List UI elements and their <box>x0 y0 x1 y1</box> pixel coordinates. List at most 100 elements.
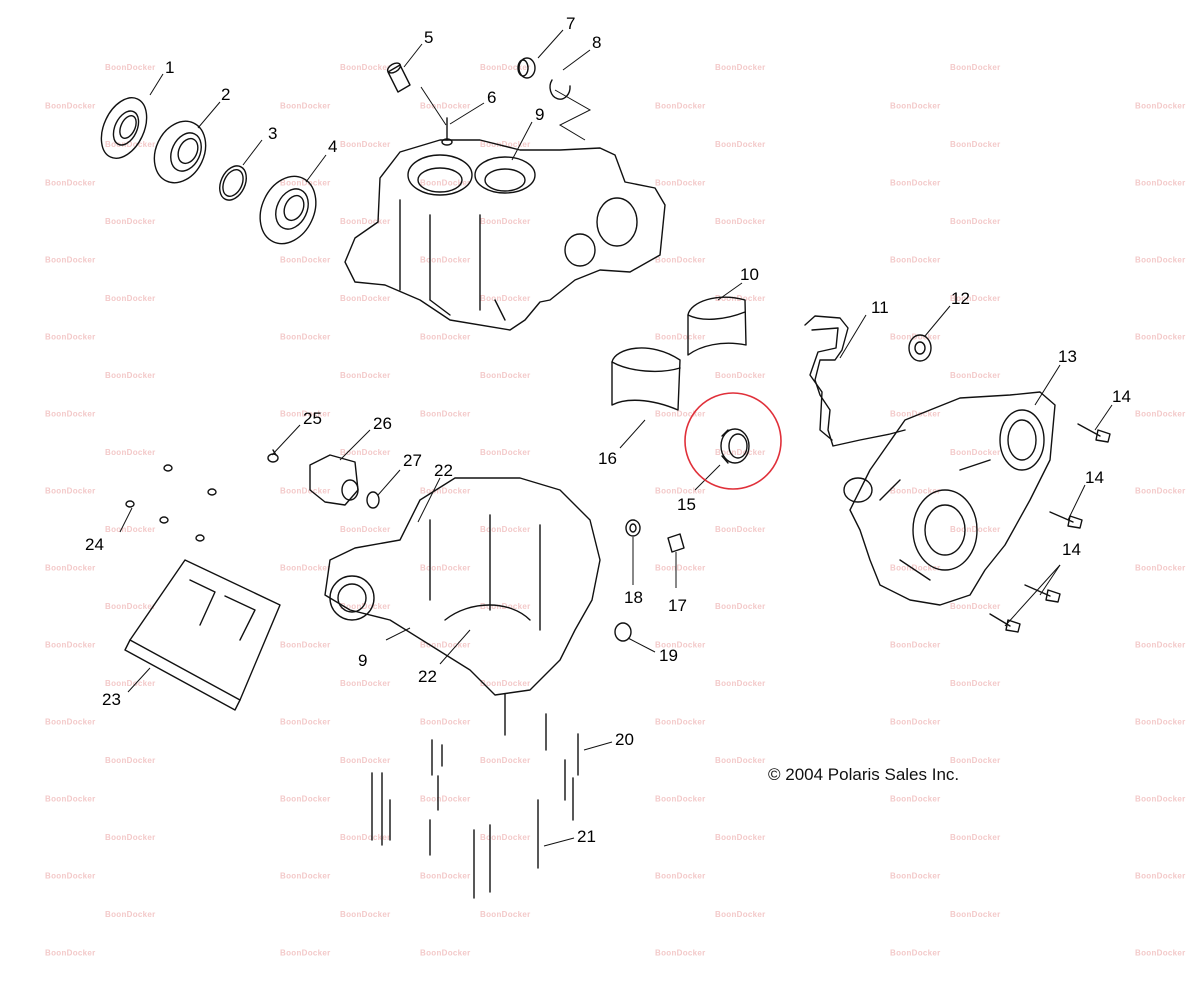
watermark-text: BoonDocker <box>480 910 531 919</box>
watermark-text: BoonDocker <box>715 217 766 226</box>
part-21-bolts <box>371 772 539 899</box>
watermark-text: BoonDocker <box>340 63 391 72</box>
watermark-text: BoonDocker <box>280 718 331 727</box>
part-25-bolt <box>267 449 279 463</box>
part-14-bolt-d <box>989 613 1021 633</box>
watermark-text: BoonDocker <box>715 525 766 534</box>
callout-10: 10 <box>740 265 759 284</box>
callout-20: 20 <box>615 730 634 749</box>
watermark-text: BoonDocker <box>1135 410 1186 419</box>
callout-23: 23 <box>102 690 121 709</box>
watermark-text: BoonDocker <box>105 371 156 380</box>
watermark-text: BoonDocker <box>480 679 531 688</box>
callout-8: 8 <box>592 33 601 52</box>
watermark-text: BoonDocker <box>280 564 331 573</box>
watermark-text: BoonDocker <box>1135 179 1186 188</box>
watermark-text: BoonDocker <box>715 448 766 457</box>
part-9-upper-crankcase <box>344 139 666 331</box>
watermark-text: BoonDocker <box>715 63 766 72</box>
watermark-text: BoonDocker <box>1135 872 1186 881</box>
part-8-clip <box>549 79 571 100</box>
watermark-text: BoonDocker <box>655 872 706 881</box>
watermark-text: BoonDocker <box>1135 949 1186 958</box>
part-27-ring <box>366 491 380 509</box>
callout-13: 13 <box>1058 347 1077 366</box>
watermark-text: BoonDocker <box>340 525 391 534</box>
watermark-text: BoonDocker <box>340 910 391 919</box>
watermark-text: BoonDocker <box>655 410 706 419</box>
watermark-text: BoonDocker <box>280 949 331 958</box>
watermark-text: BoonDocker <box>105 140 156 149</box>
watermark-text: BoonDocker <box>655 102 706 111</box>
part-3-ring <box>219 165 247 201</box>
watermark-text: BoonDocker <box>890 487 941 496</box>
watermark-text: BoonDocker <box>45 102 96 111</box>
watermark-text: BoonDocker <box>420 641 471 650</box>
watermark-text: BoonDocker <box>420 179 471 188</box>
watermark-text: BoonDocker <box>890 718 941 727</box>
watermark-text: BoonDocker <box>655 179 706 188</box>
watermark-text: BoonDocker <box>890 410 941 419</box>
highlight-circle <box>684 392 782 490</box>
watermark-text: BoonDocker <box>655 795 706 804</box>
watermark-text: BoonDocker <box>280 795 331 804</box>
watermark-text: BoonDocker <box>950 679 1001 688</box>
watermark-text: BoonDocker <box>280 641 331 650</box>
watermark-text: BoonDocker <box>420 718 471 727</box>
watermark-text: BoonDocker <box>655 564 706 573</box>
watermark-text: BoonDocker <box>890 949 941 958</box>
watermark-text: BoonDocker <box>1135 795 1186 804</box>
watermark-text: BoonDocker <box>420 872 471 881</box>
watermark-text: BoonDocker <box>715 679 766 688</box>
watermark-text: BoonDocker <box>890 641 941 650</box>
watermark-text: BoonDocker <box>950 756 1001 765</box>
watermark-text: BoonDocker <box>480 217 531 226</box>
watermark-text: BoonDocker <box>420 333 471 342</box>
callout-5: 5 <box>424 28 433 47</box>
watermark-text: BoonDocker <box>950 602 1001 611</box>
watermark-text: BoonDocker <box>280 256 331 265</box>
watermark-text: BoonDocker <box>420 410 471 419</box>
watermark-text: BoonDocker <box>105 63 156 72</box>
part-24-bolts <box>125 464 217 542</box>
watermark-text: BoonDocker <box>340 756 391 765</box>
watermark-text: BoonDocker <box>45 487 96 496</box>
callout-11: 11 <box>871 298 889 317</box>
callout-14-b: 14 <box>1085 468 1104 487</box>
watermark-text: BoonDocker <box>480 833 531 842</box>
watermark-text: BoonDocker <box>655 256 706 265</box>
callout-9-lower: 9 <box>358 651 367 670</box>
watermark-text: BoonDocker <box>950 63 1001 72</box>
watermark-text: BoonDocker <box>480 140 531 149</box>
callout-15: 15 <box>677 495 696 514</box>
callout-16: 16 <box>598 449 617 468</box>
watermark-text: BoonDocker <box>480 448 531 457</box>
watermark-text: BoonDocker <box>715 910 766 919</box>
watermark-text: BoonDocker <box>715 140 766 149</box>
watermark-text: BoonDocker <box>420 949 471 958</box>
callout-14-c: 14 <box>1062 540 1081 559</box>
callout-26: 26 <box>373 414 392 433</box>
callout-22-bottom: 22 <box>418 667 437 686</box>
callout-2: 2 <box>221 85 230 104</box>
watermark-text: BoonDocker <box>340 448 391 457</box>
watermark-text: BoonDocker <box>280 102 331 111</box>
watermark-text: BoonDocker <box>280 333 331 342</box>
callout-9-upper: 9 <box>535 105 544 124</box>
watermark-text: BoonDocker <box>1135 102 1186 111</box>
watermark-text: BoonDocker <box>655 333 706 342</box>
part-10-bearing-shell <box>687 296 747 356</box>
watermark-text: BoonDocker <box>420 256 471 265</box>
watermark-text: BoonDocker <box>950 833 1001 842</box>
watermark-text: BoonDocker <box>340 294 391 303</box>
callout-21: 21 <box>577 827 596 846</box>
part-1-seal <box>100 97 148 159</box>
watermark-text: BoonDocker <box>950 371 1001 380</box>
part-23-baffle <box>124 559 281 711</box>
watermark-text: BoonDocker <box>45 410 96 419</box>
part-14-bolt-b <box>1049 511 1083 529</box>
watermark-text: BoonDocker <box>280 410 331 419</box>
watermark-text: BoonDocker <box>950 448 1001 457</box>
